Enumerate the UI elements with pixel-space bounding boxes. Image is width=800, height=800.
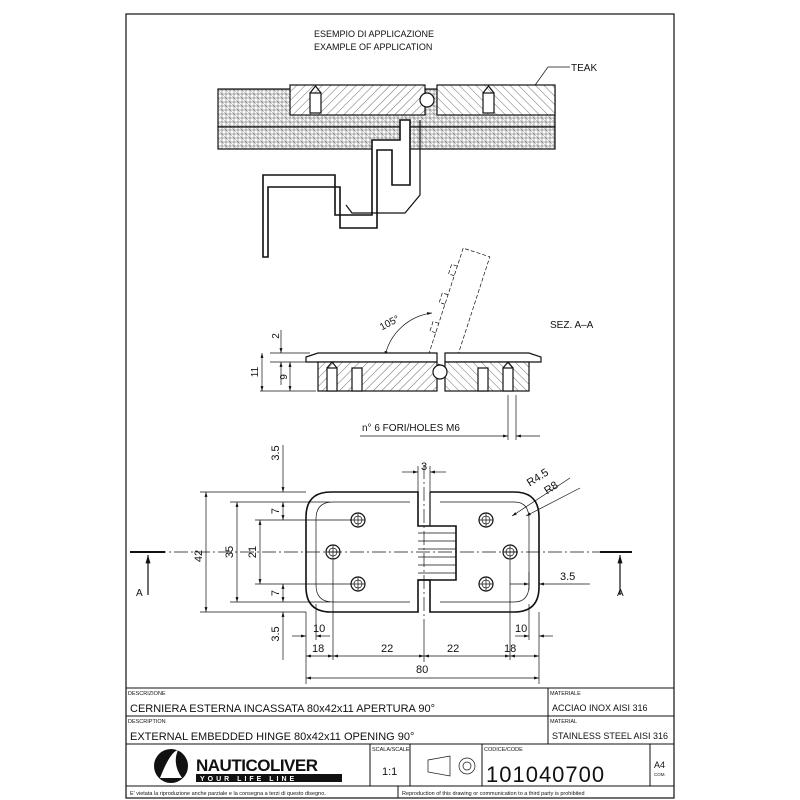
footer-it: E' vietata la riproduzione anche parzial…: [130, 791, 326, 797]
cut-label-right: A: [617, 588, 624, 599]
projection-symbol-icon: [427, 755, 476, 777]
mounting-holes: [325, 512, 518, 592]
material-label-it: MATERIALE: [550, 691, 581, 697]
dim-3-5-top: 3.5: [270, 445, 282, 460]
dim-80: 80: [416, 664, 428, 676]
dim-11: 11: [250, 366, 261, 377]
dim-3: 3: [421, 461, 427, 473]
knuckle-lines: [418, 532, 456, 574]
dim-22-left: 22: [381, 643, 393, 655]
descr-en: EXTERNAL EMBEDDED HINGE 80x42x11 OPENING…: [130, 731, 414, 743]
pin-section-icon: [432, 364, 448, 380]
material-label-en: MATERIAL: [550, 719, 577, 725]
nauticoliver-logo: NAUTICOLIVER YOUR LIFE LINE: [154, 749, 342, 783]
section-label: SEZ. A–A: [550, 320, 594, 331]
title-block: DESCRIZIONE CERNIERA ESTERNA INCASSATA 8…: [125, 687, 675, 799]
dim-10-left: 10: [313, 623, 325, 635]
dim-7-top: 7: [270, 508, 282, 514]
dim-9: 9: [279, 374, 290, 380]
application-title-en: EXAMPLE OF APPLICATION: [314, 42, 432, 52]
descr-label-it: DESCRIZIONE: [128, 691, 166, 697]
footer-en: Reproduction of this drawing or communic…: [402, 791, 585, 797]
dim-22-right: 22: [447, 643, 459, 655]
screw-holes-application: [309, 85, 495, 114]
dim-18-right: 18: [504, 643, 516, 655]
open-leaf-outline: [426, 247, 491, 370]
code-label: CODICE/CODE: [484, 747, 523, 753]
teak-label: TEAK: [571, 63, 597, 74]
flange-left: [305, 352, 438, 363]
application-view: ESEMPIO DI APPLICAZIONE EXAMPLE OF APPLI…: [217, 29, 597, 258]
bracket-profile-inner: [345, 120, 421, 214]
dim-10-right: 10: [515, 623, 527, 635]
dim-2: 2: [271, 333, 282, 339]
section-view: 105° SEZ. A–A 2 9 11 n° 6 FORI/HOLES M6: [250, 247, 594, 440]
dim-35: 35: [224, 546, 236, 558]
hinge-pin-icon: [419, 92, 435, 108]
scale-label: SCALA/SCALE: [372, 747, 410, 753]
section-screw-holes: [326, 361, 514, 392]
flange-right: [444, 352, 542, 363]
hinge-leaf-plan-right: [418, 491, 540, 613]
angle-arc: [384, 312, 433, 357]
application-title-it: ESEMPIO DI APPLICAZIONE: [314, 29, 434, 39]
material-en: STAINLESS STEEL AISI 316: [552, 731, 668, 741]
dim-3-5-bottom: 3.5: [270, 626, 282, 641]
descr-it: CERNIERA ESTERNA INCASSATA 80x42x11 APER…: [130, 703, 435, 715]
sheet-size: A4: [654, 760, 665, 770]
holes-note: n° 6 FORI/HOLES M6: [362, 423, 460, 434]
cut-label-left: A: [136, 588, 143, 599]
bracket-profile: [262, 119, 411, 258]
scale-value: 1:1: [382, 766, 397, 778]
dim-42: 42: [193, 550, 205, 562]
sheet-sub: COM.: [654, 772, 666, 777]
plan-view: A A 42 35 21 7 7 3.5 3.5 3 R4.5 R8: [130, 445, 632, 684]
logo-name: NAUTICOLIVER: [196, 756, 318, 775]
dim-3-5-right: 3.5: [560, 571, 575, 583]
section-body-left: [317, 361, 438, 392]
dim-21: 21: [247, 546, 259, 558]
hinge-leaf-right: [436, 84, 556, 116]
code-value: 101040700: [486, 762, 605, 787]
logo-tagline: YOUR LIFE LINE: [200, 776, 297, 783]
descr-label-en: DESCRIPTION: [128, 719, 166, 725]
dim-7-bottom: 7: [270, 590, 282, 596]
dim-18-left: 18: [312, 643, 324, 655]
material-it: ACCIAO INOX AISI 316: [552, 703, 648, 713]
